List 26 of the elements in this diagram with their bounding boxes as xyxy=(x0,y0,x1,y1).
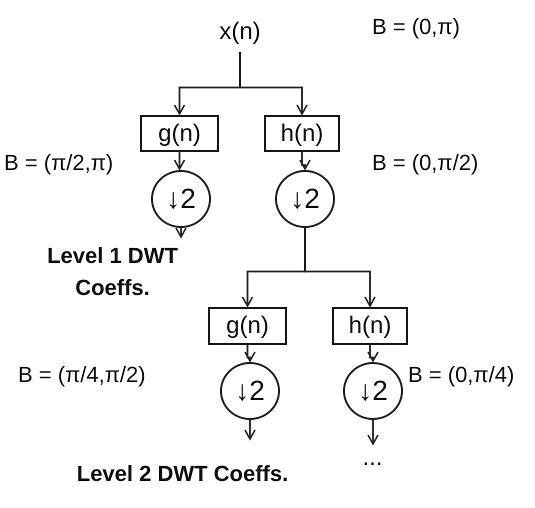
signal-label: x(n) xyxy=(205,12,275,52)
arrow xyxy=(175,227,187,238)
band-label: B = (0,π) xyxy=(372,14,460,40)
downsampler-circle: ↓2 xyxy=(275,170,335,228)
arrow xyxy=(304,228,376,307)
filter-box: h(n) xyxy=(332,307,408,345)
arrow xyxy=(174,152,186,170)
arrow xyxy=(244,345,256,362)
band-label: B = (π/2,π) xyxy=(4,150,114,176)
downsampler-circle: ↓2 xyxy=(220,362,280,420)
filter-box: g(n) xyxy=(208,307,287,345)
band-label: B = (0,π/2) xyxy=(372,150,478,176)
downsampler-circle: ↓2 xyxy=(151,170,211,228)
signal-label: ... xyxy=(345,445,400,471)
arrow xyxy=(367,345,379,362)
output-label: Level 2 DWT Coeffs. xyxy=(75,440,290,508)
filter-box: g(n) xyxy=(140,115,219,152)
band-label: B = (π/4,π/2) xyxy=(18,362,146,388)
arrow xyxy=(367,420,379,445)
downsampler-circle: ↓2 xyxy=(343,362,403,420)
arrow xyxy=(239,52,308,115)
arrow xyxy=(299,152,311,170)
band-label: B = (0,π/4) xyxy=(408,362,514,388)
arrow xyxy=(244,420,256,440)
output-label: Level 1 DWT Coeffs. xyxy=(10,238,215,306)
filter-box: h(n) xyxy=(264,115,340,152)
